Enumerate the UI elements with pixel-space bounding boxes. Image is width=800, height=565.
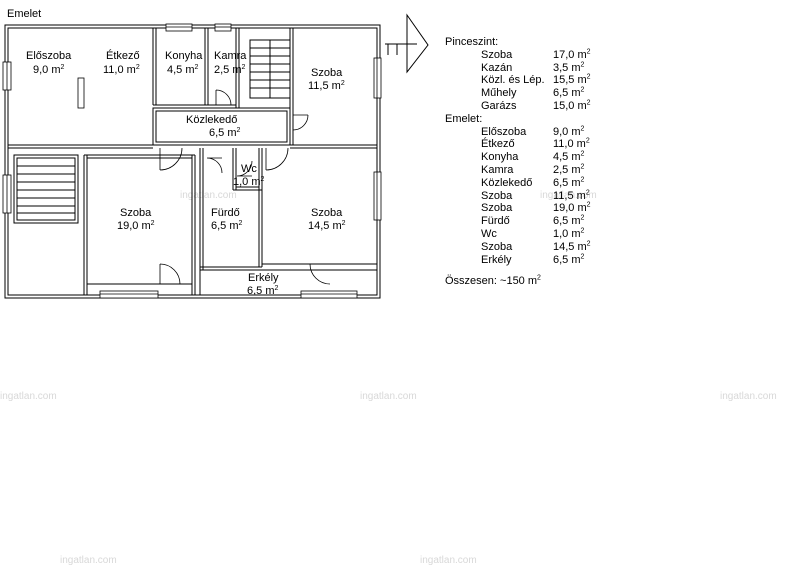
legend-row: Garázs 15,0 m2	[445, 99, 591, 113]
legend-room-name: Étkező	[481, 138, 515, 151]
legend-heading-pinceszint: Pinceszint:	[445, 36, 499, 48]
legend-room-name: Előszoba	[481, 125, 527, 138]
legend-row: Wc 1,0 m2	[445, 227, 591, 241]
watermark: ingatlan.com	[720, 391, 777, 402]
legend-room-area: 11,0 m2	[553, 137, 590, 151]
legend-room-name: Szoba	[481, 240, 513, 253]
legend-room-name: Közlekedő	[481, 176, 533, 189]
legend-room-area: 6,5 m2	[553, 176, 585, 189]
total-area: Összesen: ~150 m2	[445, 274, 541, 288]
legend-row: Kamra 2,5 m2	[445, 163, 591, 177]
room-etkezo-name: Étkező	[106, 49, 140, 62]
legend-room-name: Szoba	[481, 202, 513, 215]
legend-room-area: 15,0 m2	[553, 99, 591, 112]
legend-room-area: 4,5 m2	[553, 150, 585, 164]
legend-room-name: Garázs	[481, 99, 517, 112]
legend-room-area: 2,5 m2	[553, 163, 585, 176]
room-szoba-se-area: 14,5 m2	[308, 220, 346, 232]
legend-room-area: 19,0 m2	[553, 201, 591, 215]
north-arrow-icon	[385, 13, 429, 74]
legend-room-name: Közl. és Lép.	[481, 74, 545, 87]
windows	[2, 23, 382, 299]
legend-room-area: 15,5 m2	[553, 73, 591, 87]
room-furdo-name: Fürdő	[211, 207, 240, 219]
watermark: ingatlan.com	[360, 391, 417, 402]
watermark: ingatlan.com	[180, 190, 237, 201]
legend-row: Erkély 6,5 m2	[445, 252, 591, 267]
doors	[159, 89, 331, 285]
legend-room-name: Erkély	[481, 253, 512, 266]
legend-room-area: 9,0 m2	[553, 124, 585, 138]
room-szoba-se-name: Szoba	[311, 207, 343, 219]
room-konyha-name: Konyha	[165, 50, 203, 62]
room-szoba-sw-name: Szoba	[120, 207, 152, 219]
room-eloszoba-area: 9,0 m2	[33, 64, 65, 76]
legend-room-name: Kazán	[481, 61, 513, 74]
room-labels: Előszoba 9,0 m2 Étkező 11,0 m2 Konyha 4,…	[26, 49, 346, 297]
legend-room-name: Konyha	[481, 151, 519, 164]
watermark-group: ingatlan.com ingatlan.com ingatlan.com i…	[0, 190, 777, 565]
legend-row: Műhely 6,5 m2	[445, 87, 591, 100]
legend-row: Kazán 3,5 m2	[445, 60, 591, 75]
legend-room-area: 6,5 m2	[553, 86, 585, 100]
area-legend: Pinceszint: Szoba 17,0 m2 Kazán 3,5 m2 Köz…	[445, 36, 591, 288]
legend-room-name: Szoba	[481, 48, 513, 61]
watermark: ingatlan.com	[420, 555, 477, 565]
watermark: ingatlan.com	[60, 555, 117, 565]
legend-room-name: Wc	[481, 227, 497, 240]
room-wc-name: Wc	[241, 163, 257, 175]
legend-room-name: Műhely	[481, 87, 517, 100]
legend-room-area: 1,0 m2	[553, 227, 585, 240]
room-kozlekedo-area: 6,5 m2	[209, 127, 241, 139]
room-kozlekedo-name: Közlekedő	[186, 114, 237, 126]
legend-row: Szoba 17,0 m2	[445, 48, 591, 62]
legend-heading-emelet: Emelet:	[445, 112, 483, 125]
room-furdo-area: 6,5 m2	[211, 220, 243, 232]
room-etkezo-area: 11,0 m2	[103, 64, 140, 76]
room-szoba-ne-name: Szoba	[311, 67, 343, 79]
legend-row: Fürdő 6,5 m2	[445, 215, 591, 228]
legend-row: Étkező 11,0 m2	[445, 138, 591, 151]
legend-row: Előszoba 9,0 m2	[445, 124, 591, 139]
room-eloszoba-name: Előszoba	[26, 50, 72, 62]
watermark: ingatlan.com	[0, 391, 57, 402]
room-konyha-area: 4,5 m2	[167, 64, 199, 76]
legend-row: Szoba 11,5 m2	[445, 188, 591, 203]
legend-row: Szoba 19,0 m2	[445, 202, 591, 215]
legend-row: Szoba 14,5 m2	[445, 240, 591, 254]
room-erkely-area: 6,5 m2	[247, 285, 279, 297]
legend-room-area: 6,5 m2	[553, 252, 585, 266]
legend-room-area: 11,5 m2	[553, 188, 590, 202]
room-kamra-name: Kamra	[214, 50, 247, 62]
floor-title: Emelet	[7, 8, 41, 20]
legend-room-name: Kamra	[481, 163, 514, 176]
legend-room-name: Fürdő	[481, 215, 510, 228]
room-wc-area: 1,0 m2	[233, 176, 265, 188]
legend-room-area: 6,5 m2	[553, 214, 585, 228]
legend-room-name: Szoba	[481, 189, 513, 202]
room-szoba-ne-area: 11,5 m2	[308, 80, 345, 92]
room-erkely-name: Erkély	[248, 272, 279, 284]
legend-row: Közl. és Lép. 15,5 m2	[445, 74, 591, 87]
walls	[4, 24, 381, 299]
legend-room-area: 3,5 m2	[553, 60, 585, 74]
watermark: ingatlan.com	[540, 190, 597, 201]
legend-row: Közlekedő 6,5 m2	[445, 176, 591, 190]
room-kamra-area: 2,5 m2	[214, 64, 246, 76]
legend-row: Konyha 4,5 m2	[445, 151, 591, 164]
room-szoba-sw-area: 19,0 m2	[117, 220, 155, 232]
legend-room-area: 17,0 m2	[553, 48, 591, 61]
legend-room-area: 14,5 m2	[553, 240, 591, 253]
